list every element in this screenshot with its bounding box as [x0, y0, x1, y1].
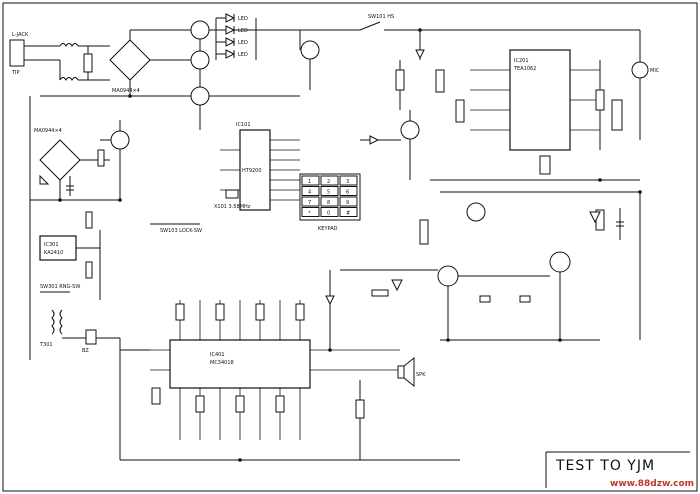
- keypad-key-label: 2: [327, 179, 330, 185]
- bridge-rectifier-1: [109, 39, 151, 81]
- transistor-q401: [466, 202, 486, 222]
- keypad-key: [339, 186, 358, 196]
- transistor-q403: [549, 251, 571, 273]
- keypad-key-label: 7: [308, 200, 311, 206]
- transistor-q201: [400, 120, 420, 140]
- phone-jack: [9, 39, 25, 67]
- keypad-key: [320, 196, 339, 207]
- svg-text:KA2410: KA2410: [44, 250, 63, 256]
- keypad-key-label: 1: [308, 179, 311, 185]
- keypad-key: [339, 175, 358, 186]
- svg-text:SW301 RNG-SW: SW301 RNG-SW: [40, 284, 80, 290]
- keypad: 1 2 3 4 5 6 7 8 9 * 0 # KEYPAD: [299, 173, 361, 232]
- svg-text:LED: LED: [238, 52, 248, 58]
- keypad-key: [301, 186, 320, 196]
- svg-text:MC34018: MC34018: [210, 360, 234, 366]
- drawing-title: TEST TO YJM: [555, 458, 655, 474]
- keypad-key: [301, 196, 320, 207]
- svg-text:IC201: IC201: [514, 58, 529, 64]
- ic201-chip: [509, 49, 571, 151]
- svg-text:HT9200: HT9200: [242, 168, 262, 174]
- svg-text:SW103 LOCK-SW: SW103 LOCK-SW: [160, 228, 202, 234]
- ic301-ringer: IC301 KA2410 SW301 RNG-SW T301 BZ: [29, 211, 120, 360]
- crystal-x101: [225, 189, 239, 199]
- svg-text:KEYPAD: KEYPAD: [318, 226, 338, 232]
- ic201-speech: IC201 TEA1062 MIC: [430, 49, 660, 181]
- ic401-speakerphone: IC401 MC34018: [119, 270, 460, 461]
- keypad-key-label: 9: [346, 200, 349, 206]
- keypad-key: [320, 175, 339, 186]
- transistor-q402: [437, 265, 459, 287]
- keypad-key-label: *: [308, 211, 311, 217]
- svg-text:T301: T301: [39, 342, 53, 348]
- keypad-key-label: 5: [327, 190, 330, 196]
- keypad-key: [320, 207, 339, 217]
- keypad-key: [339, 196, 358, 207]
- svg-text:LED: LED: [238, 28, 248, 34]
- svg-text:SW101 HS: SW101 HS: [368, 14, 394, 20]
- transistor-q101: [110, 130, 130, 150]
- svg-text:MA0944×4: MA0944×4: [112, 88, 140, 94]
- hookswitch-section: SW101 HS: [300, 14, 641, 140]
- transistor-q103: [190, 50, 210, 70]
- microphone: [631, 61, 649, 79]
- power-section: MA0944×4: [29, 96, 130, 330]
- keypad-key-label: 6: [346, 190, 349, 196]
- svg-text:IC401: IC401: [210, 352, 225, 358]
- ic301-chip: [39, 235, 77, 261]
- keypad-key-label: 8: [327, 200, 330, 206]
- svg-text:SPK: SPK: [416, 372, 426, 378]
- speaker: [397, 365, 405, 379]
- svg-text:LED: LED: [238, 40, 248, 46]
- svg-text:MA0944×4: MA0944×4: [34, 128, 62, 134]
- led-section: LED LED LED LED: [160, 13, 320, 130]
- title-block: TEST TO YJM www.88dzw.com: [545, 451, 694, 489]
- svg-text:BZ: BZ: [82, 348, 89, 354]
- svg-text:TEA1062: TEA1062: [513, 66, 536, 72]
- svg-text:IC301: IC301: [44, 242, 59, 248]
- junctions: [58, 28, 642, 462]
- transistor-q102: [190, 20, 210, 40]
- q201-section: [360, 110, 420, 180]
- watermark-text: www.88dzw.com: [610, 479, 694, 489]
- ic401-chip: [169, 339, 311, 389]
- svg-text:IC101: IC101: [236, 122, 251, 128]
- keypad-key-label: #: [346, 211, 350, 217]
- amplifier-section: [340, 191, 641, 341]
- tip-label: TIP: [11, 70, 20, 76]
- svg-text:X101 3.58MHz: X101 3.58MHz: [214, 204, 251, 210]
- keypad-key: [320, 186, 339, 196]
- transistor-q104: [190, 86, 210, 106]
- ic101-dtmf: IC101 HT9200 X101 3.58MHz SW103 LOCK-SW: [150, 122, 300, 234]
- keypad-key-label: 3: [346, 179, 349, 185]
- keypad-key: [301, 175, 320, 186]
- keypad-key-label: 4: [308, 190, 311, 196]
- bridge-rectifier-2: [39, 139, 81, 181]
- svg-text:LED: LED: [238, 16, 248, 22]
- transformer-t301: [51, 309, 55, 335]
- buzzer: [85, 329, 97, 345]
- keypad-key: [301, 207, 320, 217]
- keypad-key-label: 0: [327, 211, 330, 217]
- svg-text:MIC: MIC: [650, 68, 660, 74]
- keypad-key: [339, 207, 358, 217]
- transistor-q105: [300, 40, 320, 60]
- input-section: L-JACK TIP MA0944×4: [9, 29, 300, 97]
- jack-label: L-JACK: [12, 32, 29, 38]
- ic101-chip: [239, 129, 271, 211]
